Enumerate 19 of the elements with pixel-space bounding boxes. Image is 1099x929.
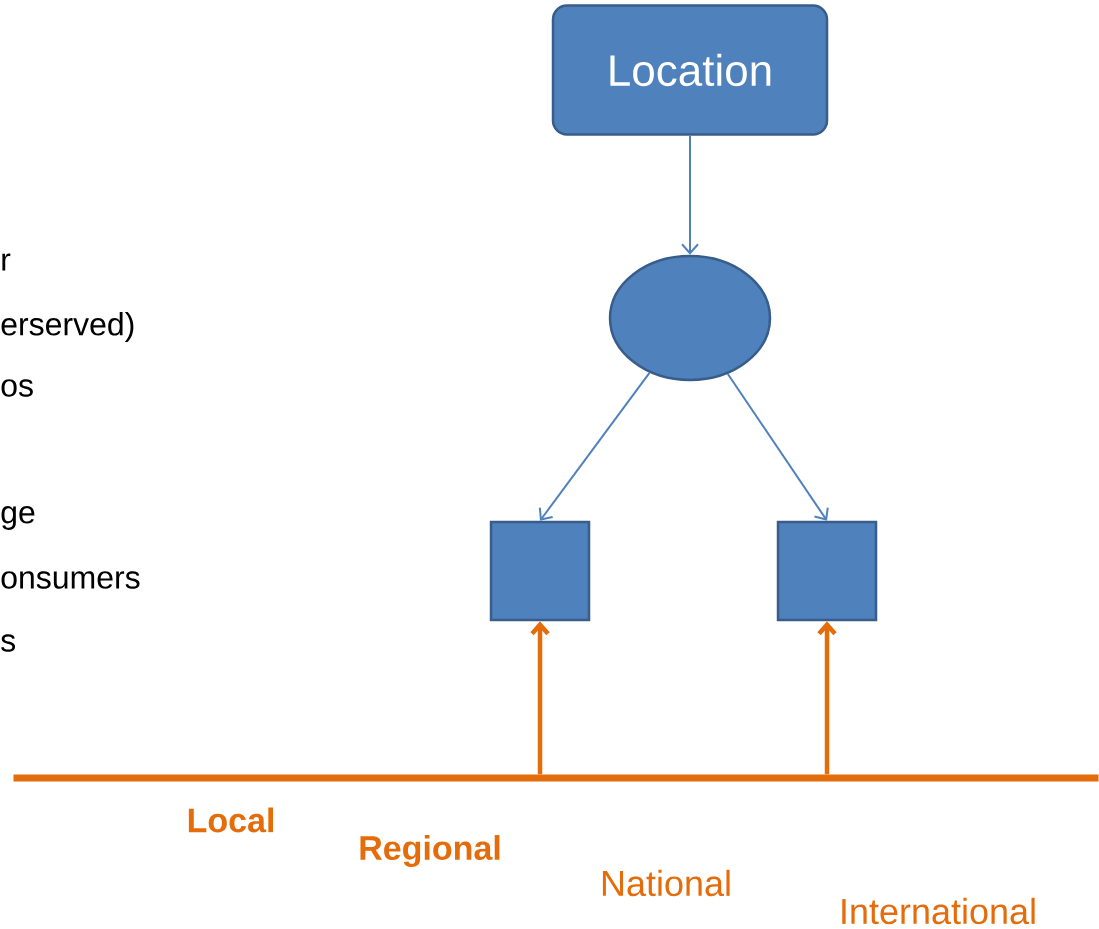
arrow [817, 621, 837, 775]
text-line: r [2, 253, 11, 271]
text-line: onsumers [1, 571, 140, 589]
horizontal-bar [13, 774, 1099, 782]
arrow [538, 371, 651, 521]
text-line: erserved) [1, 312, 134, 342]
arrow [726, 372, 829, 521]
arrow [681, 134, 699, 255]
square-box [776, 520, 878, 622]
text-line: ge [1, 506, 35, 530]
scale-label: International [842, 897, 1035, 925]
arrow [530, 621, 550, 775]
text-line: s [1, 634, 16, 652]
scale-label: Regional [360, 835, 500, 867]
ellipse-shape [608, 254, 772, 382]
square-box [489, 520, 591, 622]
text-line: os [1, 379, 33, 397]
scale-label: National [602, 869, 730, 897]
process-box: Location [551, 4, 829, 136]
